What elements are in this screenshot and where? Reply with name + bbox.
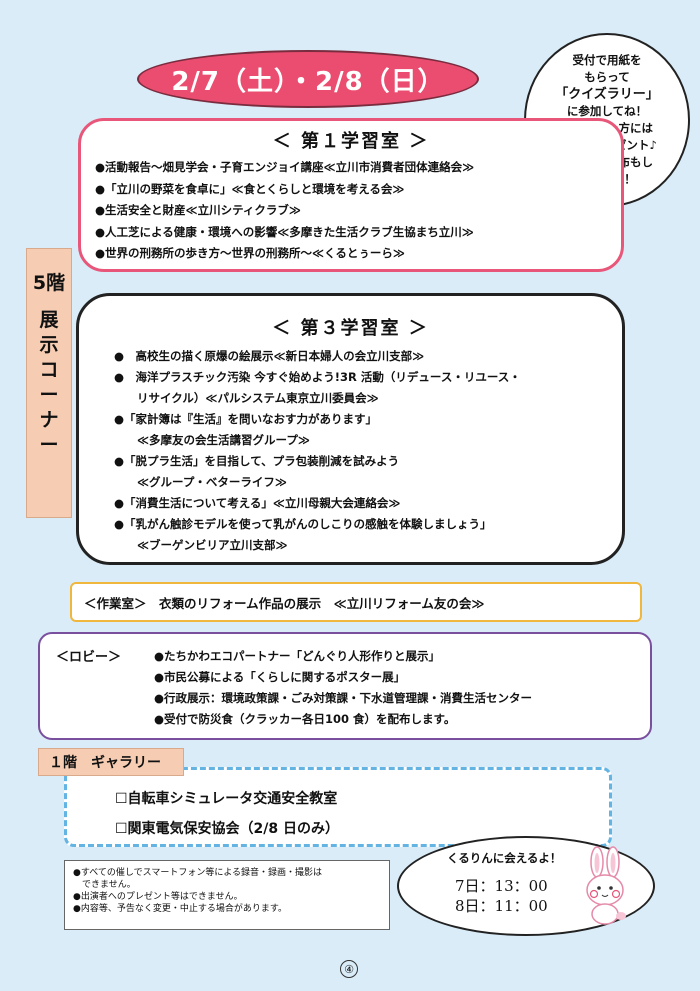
exhibit-corner-tag: 5階 展 示 コ ー ナ ー bbox=[26, 248, 72, 518]
notice-line: ●出演者へのプレゼント等はできません。 bbox=[73, 892, 243, 902]
notice-line: できません。 bbox=[73, 880, 136, 890]
list-item: ●「立川の野菜を食卓に」≪食とくらしと環境を考える会≫ bbox=[95, 181, 405, 196]
kururin-time: 7日：13：00 bbox=[455, 877, 548, 895]
quiz-line: 受付で用紙を bbox=[572, 53, 642, 67]
corner-char: コ bbox=[39, 359, 59, 381]
kururin-time: 8日：11：00 bbox=[455, 897, 548, 915]
list-item-continuation: ≪多摩友の会生活講習グループ≫ bbox=[137, 433, 310, 447]
corner-char: ナ bbox=[39, 409, 59, 431]
list-item: ●受付で防災食（クラッカー各日100 食）を配布します。 bbox=[154, 712, 456, 726]
list-item: ●市民公募による「くらしに関するポスター展」 bbox=[154, 670, 406, 684]
gallery-label: １階 ギャラリー bbox=[49, 755, 161, 771]
lobby-list: ●たちかわエコパートナー「どんぐり人形作りと展示」 ●市民公募による「くらしに関… bbox=[154, 646, 532, 730]
quiz-line: もらって bbox=[584, 70, 630, 84]
notice-box: ●すべての催しでスマートフォン等による録音・録画・撮影は できません。 ●出演者… bbox=[64, 860, 390, 930]
floor-label: 5階 bbox=[32, 272, 66, 294]
gallery-tag: １階 ギャラリー bbox=[38, 748, 184, 776]
room1-section: ＜ 第１学習室 ＞ ●活動報告〜畑見学会・子育エンジョイ講座≪立川市消費者団体連… bbox=[78, 118, 624, 272]
corner-char: 示 bbox=[39, 334, 59, 356]
kururin-times: 7日：13：00 8日：11：00 bbox=[455, 876, 548, 916]
gallery-section: ☐自転車シミュレータ交通安全教室 ☐関東電気保安協会（2/8 日のみ） bbox=[64, 767, 612, 847]
workroom-section: ＜作業室＞ 衣類のリフォーム作品の展示 ≪立川リフォーム友の会≫ bbox=[70, 582, 642, 622]
room1-list: ●活動報告〜畑見学会・子育エンジョイ講座≪立川市消費者団体連絡会≫ ●「立川の野… bbox=[81, 157, 621, 265]
list-item: ●人工芝による健康・環境への影響≪多摩きた生活クラブ生協まち立川≫ bbox=[95, 224, 474, 239]
list-item: ●世界の刑務所の歩き方〜世界の刑務所〜≪くるとぅーら≫ bbox=[95, 246, 405, 260]
list-item-continuation: ≪ブーゲンビリア立川支部≫ bbox=[137, 538, 288, 552]
corner-char: ー bbox=[39, 434, 59, 456]
kururin-bubble: くるりんに会えるよ！ 7日：13：00 8日：11：00 bbox=[397, 836, 655, 936]
event-dates-text: 2/7（土）・2/8（日） bbox=[171, 66, 445, 97]
notice-line: ●内容等、予告なく変更・中止する場合があります。 bbox=[73, 904, 287, 914]
list-item: ●行政展示：環境政策課・ごみ対策課・下水道管理課・消費生活センター bbox=[154, 691, 533, 705]
list-item: ●「家計簿は『生活』を問いなおす力があります」 bbox=[114, 412, 378, 426]
rabbit-mascot-icon bbox=[586, 846, 626, 925]
list-item: ●生活安全と財産≪立川シティクラブ≫ bbox=[95, 203, 301, 217]
lobby-section: ＜ロビー＞ ●たちかわエコパートナー「どんぐり人形作りと展示」 ●市民公募による… bbox=[38, 632, 652, 740]
list-item: ● 海洋プラスチック汚染 今すぐ始めよう!3R 活動（リデュース・リユース・ bbox=[114, 370, 521, 384]
list-item: ● 高校生の描く原爆の絵展示≪新日本婦人の会立川支部≫ bbox=[114, 349, 425, 363]
list-item: ☐自転車シミュレータ交通安全教室 bbox=[115, 791, 338, 807]
list-item: ●たちかわエコパートナー「どんぐり人形作りと展示」 bbox=[154, 649, 441, 663]
event-dates-banner: 2/7（土）・2/8（日） bbox=[137, 50, 479, 108]
notice-line: ●すべての催しでスマートフォン等による録音・録画・撮影は bbox=[73, 868, 323, 878]
page-number-text: ④ bbox=[344, 962, 354, 976]
corner-char: 展 bbox=[39, 309, 59, 331]
list-item-continuation: ≪グループ・ベターライフ≫ bbox=[137, 475, 287, 489]
page-number: ④ bbox=[340, 960, 358, 978]
corner-char: ー bbox=[39, 384, 59, 406]
quiz-line: に参加してね！ bbox=[566, 104, 648, 118]
workroom-text: ＜作業室＞ 衣類のリフォーム作品の展示 ≪立川リフォーム友の会≫ bbox=[84, 595, 485, 611]
list-item-continuation: リサイクル）≪パルシステム東京立川委員会≫ bbox=[137, 391, 379, 405]
list-item: ●「消費生活について考える」≪立川母親大会連絡会≫ bbox=[114, 496, 401, 510]
room3-title: ＜ 第３学習室 ＞ bbox=[272, 318, 429, 339]
gallery-list: ☐自転車シミュレータ交通安全教室 ☐関東電気保安協会（2/8 日のみ） bbox=[115, 784, 339, 844]
quiz-line: 「クイズラリー」 bbox=[555, 87, 659, 102]
lobby-label: ＜ロビー＞ bbox=[56, 650, 122, 665]
room1-title: ＜ 第１学習室 ＞ bbox=[272, 131, 430, 152]
kururin-title: くるりんに会えるよ！ bbox=[447, 851, 562, 865]
list-item: ●活動報告〜畑見学会・子育エンジョイ講座≪立川市消費者団体連絡会≫ bbox=[95, 160, 475, 174]
list-item: ●「乳がん触診モデルを使って乳がんのしこりの感触を体験しましょう」 bbox=[114, 517, 492, 531]
room3-section: ＜ 第３学習室 ＞ ● 高校生の描く原爆の絵展示≪新日本婦人の会立川支部≫ ● … bbox=[76, 293, 625, 565]
list-item: ●「脱プラ生活」を目指して、プラ包装削減を試みよう bbox=[114, 454, 400, 468]
list-item: ☐関東電気保安協会（2/8 日のみ） bbox=[115, 821, 340, 837]
